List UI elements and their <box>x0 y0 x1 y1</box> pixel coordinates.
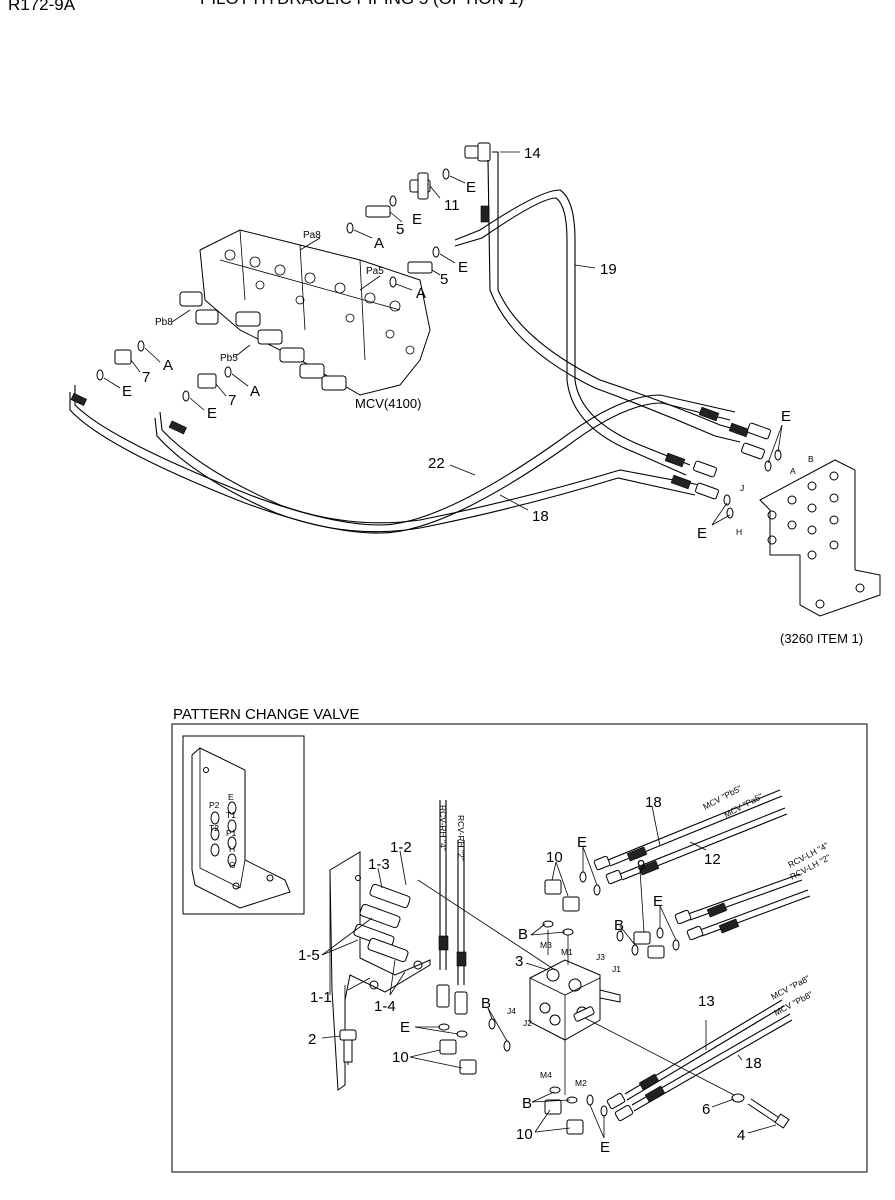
inset-bracket-detail: P2 E T1 P1 T2 H G <box>182 735 305 915</box>
callout-6: 6 <box>702 1101 710 1118</box>
callout-1-2: 1-2 <box>390 839 412 856</box>
pattern-change-valve-block <box>529 959 621 1041</box>
upper-assembly: Pa8 Pa5 Pb8 Pb5 MCV(4100) <box>69 142 881 646</box>
hose-19 <box>492 151 746 433</box>
callout-10-bottom: 10 <box>516 1126 533 1143</box>
callout-1-4: 1-4 <box>374 998 396 1015</box>
pattern-change-valve-title: PATTERN CHANGE VALVE <box>173 706 359 723</box>
label-pb5: Pb5 <box>220 353 238 364</box>
callout-18-top: 18 <box>645 794 662 811</box>
callout-e-11: E <box>412 211 422 228</box>
page-title: PILOT HYDRAULIC PIPING 5 (OPTION 1) <box>200 0 524 8</box>
inset-port-p2: P2 <box>209 800 220 810</box>
callout-3: 3 <box>515 953 523 970</box>
bracket-ref: (3260 ITEM 1) <box>780 631 863 646</box>
port-m3: M3 <box>540 940 552 950</box>
tag-rcv-rh4: RCV-RH "4" <box>438 805 448 851</box>
callout-7b: 7 <box>228 392 236 409</box>
label-pb8: Pb8 <box>155 317 173 328</box>
inset-port-t2: T2 <box>209 823 219 833</box>
inset-port-h: H <box>229 844 235 854</box>
port-j2: J2 <box>523 1018 532 1028</box>
callout-11: 11 <box>444 197 460 214</box>
callout-b-j4: B <box>481 995 491 1012</box>
callout-5b: 5 <box>440 271 448 288</box>
valve-bracket-assembly <box>329 851 431 1091</box>
port-j3: J3 <box>596 952 605 962</box>
port-b: B <box>808 454 814 464</box>
label-pa5: Pa5 <box>366 266 384 277</box>
callout-e-14: E <box>466 179 476 196</box>
port-h: H <box>736 527 742 537</box>
callout-14: 14 <box>524 145 541 162</box>
washer-6 <box>731 1093 745 1103</box>
port-j4: J4 <box>507 1006 516 1016</box>
callout-e-5: E <box>458 259 468 276</box>
hose-18 <box>159 411 701 524</box>
callout-1-3: 1-3 <box>368 856 390 873</box>
callout-1-5: 1-5 <box>298 947 320 964</box>
model-code: R172-9A <box>8 0 76 14</box>
callout-4: 4 <box>737 1127 745 1144</box>
callout-e-bracket-bottom: E <box>697 525 707 542</box>
callout-a-4: A <box>250 383 260 400</box>
lower-fittings <box>438 871 680 1135</box>
callout-e-7a: E <box>122 383 132 400</box>
lower-right-hoses: MCV "Pb5" MCV "Pa5" RCV-LH "4" RCV-LH "2… <box>593 783 832 1122</box>
main-control-valve <box>179 229 431 396</box>
rcv-rh-hoses: RCV-RH "4" RCV-RH "2" <box>436 800 468 1015</box>
bolt-2 <box>339 1029 357 1065</box>
callout-a-1: A <box>374 235 384 252</box>
port-m1: M1 <box>561 947 573 957</box>
callout-18-bottom: 18 <box>745 1055 762 1072</box>
inset-port-t1: T1 <box>226 810 236 820</box>
port-j1: J1 <box>612 964 621 974</box>
callout-e-mid: E <box>400 1019 410 1036</box>
callout-19: 19 <box>600 261 617 278</box>
port-m4: M4 <box>540 1070 552 1080</box>
callout-5a: 5 <box>396 221 404 238</box>
label-mcv: MCV(4100) <box>355 396 421 411</box>
hose-22 <box>74 385 736 526</box>
callout-e-9: E <box>653 893 663 910</box>
callout-e-bracket-top: E <box>781 408 791 425</box>
inset-port-g: G <box>229 860 236 870</box>
callout-e-bottom: E <box>600 1139 610 1156</box>
port-j: J <box>740 483 744 493</box>
upper-fittings <box>96 142 491 402</box>
port-a: A <box>790 466 796 476</box>
callout-e-top: E <box>577 834 587 851</box>
inset-port-e: E <box>228 792 234 802</box>
callout-10-top: 10 <box>546 849 563 866</box>
callout-7a: 7 <box>142 369 150 386</box>
inset-port-p1: P1 <box>226 828 237 838</box>
callout-1-1: 1-1 <box>310 989 332 1006</box>
callout-13: 13 <box>698 993 715 1010</box>
callout-18: 18 <box>532 508 549 525</box>
callout-12: 12 <box>704 851 721 868</box>
tag-rcv-rh2: RCV-RH "2" <box>456 815 466 861</box>
callout-9: 9 <box>637 857 645 874</box>
callout-e-7b: E <box>207 405 217 422</box>
bolt-4 <box>747 1098 790 1129</box>
callout-a-3: A <box>163 357 173 374</box>
callout-b-j3: B <box>614 917 624 934</box>
pattern-change-valve-frame <box>171 723 868 1173</box>
callout-a-2: A <box>416 285 426 302</box>
label-pa8: Pa8 <box>303 230 321 241</box>
bulkhead-bracket <box>759 459 881 617</box>
callout-b-bottom: B <box>522 1095 532 1112</box>
callout-2: 2 <box>308 1031 316 1048</box>
port-m2: M2 <box>575 1078 587 1088</box>
callout-22: 22 <box>428 455 445 472</box>
callout-10-mid: 10 <box>392 1049 409 1066</box>
callout-b-m3: B <box>518 926 528 943</box>
